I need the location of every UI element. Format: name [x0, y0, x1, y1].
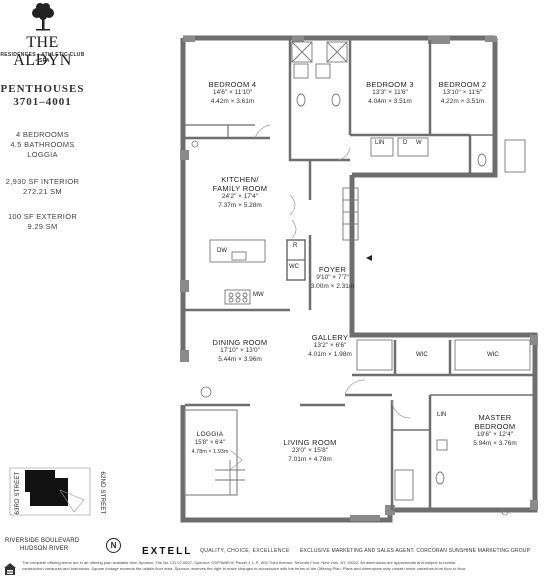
room-master-bedroom: MASTER BEDROOM 19'6" × 12'4" 5.94m × 3.7…	[473, 413, 517, 447]
label-washer: W	[416, 140, 422, 146]
legal-line-2: construction variances and tolerances. S…	[22, 566, 467, 571]
room-bedroom-4: BEDROOM 4 14'6" × 11'10" 4.42m × 3.61m	[208, 80, 257, 105]
room-bedroom-3: BEDROOM 3 13'3" × 11'6" 4.04m × 3.51m	[366, 80, 414, 105]
room-gallery: GALLERY 13'2" × 6'6" 4.01m × 1.98m	[308, 333, 352, 358]
label-wc: WC	[289, 264, 299, 270]
aldyn-tree-logo	[32, 3, 54, 31]
label-dishwasher: DW	[217, 248, 227, 254]
label-riverside-boulevard: RIVERSIDE BOULEVARD	[5, 538, 80, 544]
exterior-wall-step	[349, 175, 538, 513]
room-living: LIVING ROOM 23'0" × 15'8" 7.01m × 4.78m	[283, 438, 337, 463]
marketing-agent: EXCLUSIVE MARKETING AND SALES AGENT: COR…	[300, 548, 531, 554]
room-bedroom-2: BEDROOM 2 13'10" × 11'6" 4.22m × 3.51m	[438, 80, 487, 105]
spec-interior-sm: 272.21 SM	[23, 187, 62, 196]
spec-loggia: LOGGIA	[27, 150, 58, 159]
entry-arrow-icon	[366, 255, 372, 261]
label-63rd-street: 63RD STREET	[15, 471, 21, 515]
label-dryer: D	[403, 140, 408, 146]
exterior-wall-right-upper	[352, 38, 498, 178]
room-kitchen-family: KITCHEN/ FAMILY ROOM 24'2" × 17'4" 7.37m…	[212, 175, 268, 209]
room-loggia: LOGGIA 15'8" × 6'4" 4.78m × 1.93m	[191, 431, 229, 455]
unit-numbers: 3701–4001	[13, 96, 72, 108]
label-hudson-river: HUDSON RIVER	[20, 546, 69, 552]
room-foyer: FOYER 9'10" × 7'7" 3.00m × 2.31m	[310, 265, 355, 290]
developer-tagline: QUALITY, CHOICE, EXCELLENCE	[200, 548, 290, 554]
site-key-map	[9, 467, 91, 516]
label-wic-2: WIC	[487, 352, 499, 358]
north-arrow-icon: N	[106, 538, 121, 553]
label-lin-master: LIN	[437, 412, 447, 418]
spec-interior-sf: 2,930 SF INTERIOR	[5, 177, 80, 186]
legal-line-1: The complete offering terms are in an of…	[22, 560, 456, 565]
label-microwave: MW	[253, 292, 264, 298]
label-62nd-street: 62ND STREET	[99, 471, 105, 515]
brand-tagline: RESIDENCES • ATHLETIC CLUB • SPA	[0, 52, 85, 64]
label-refrigerator: R	[293, 243, 298, 249]
spec-exterior-sm: 9.29 SM	[27, 222, 58, 231]
equal-housing-icon	[4, 563, 16, 575]
spec-bedrooms: 4 BEDROOMS	[15, 130, 69, 139]
developer-logo: EXTELL	[142, 546, 193, 557]
room-dining: DINING ROOM 17'10" × 13'0" 5.44m × 3.96m	[212, 338, 268, 363]
spec-bathrooms: 4.5 BATHROOMS	[10, 140, 75, 149]
label-wic-1: WIC	[416, 352, 428, 358]
label-lin-bed3: LIN	[375, 140, 385, 146]
spec-exterior-sf: 100 SF EXTERIOR	[7, 212, 78, 221]
unit-title: PENTHOUSES	[0, 83, 85, 95]
brand-name: THE ALDYN	[13, 34, 72, 69]
